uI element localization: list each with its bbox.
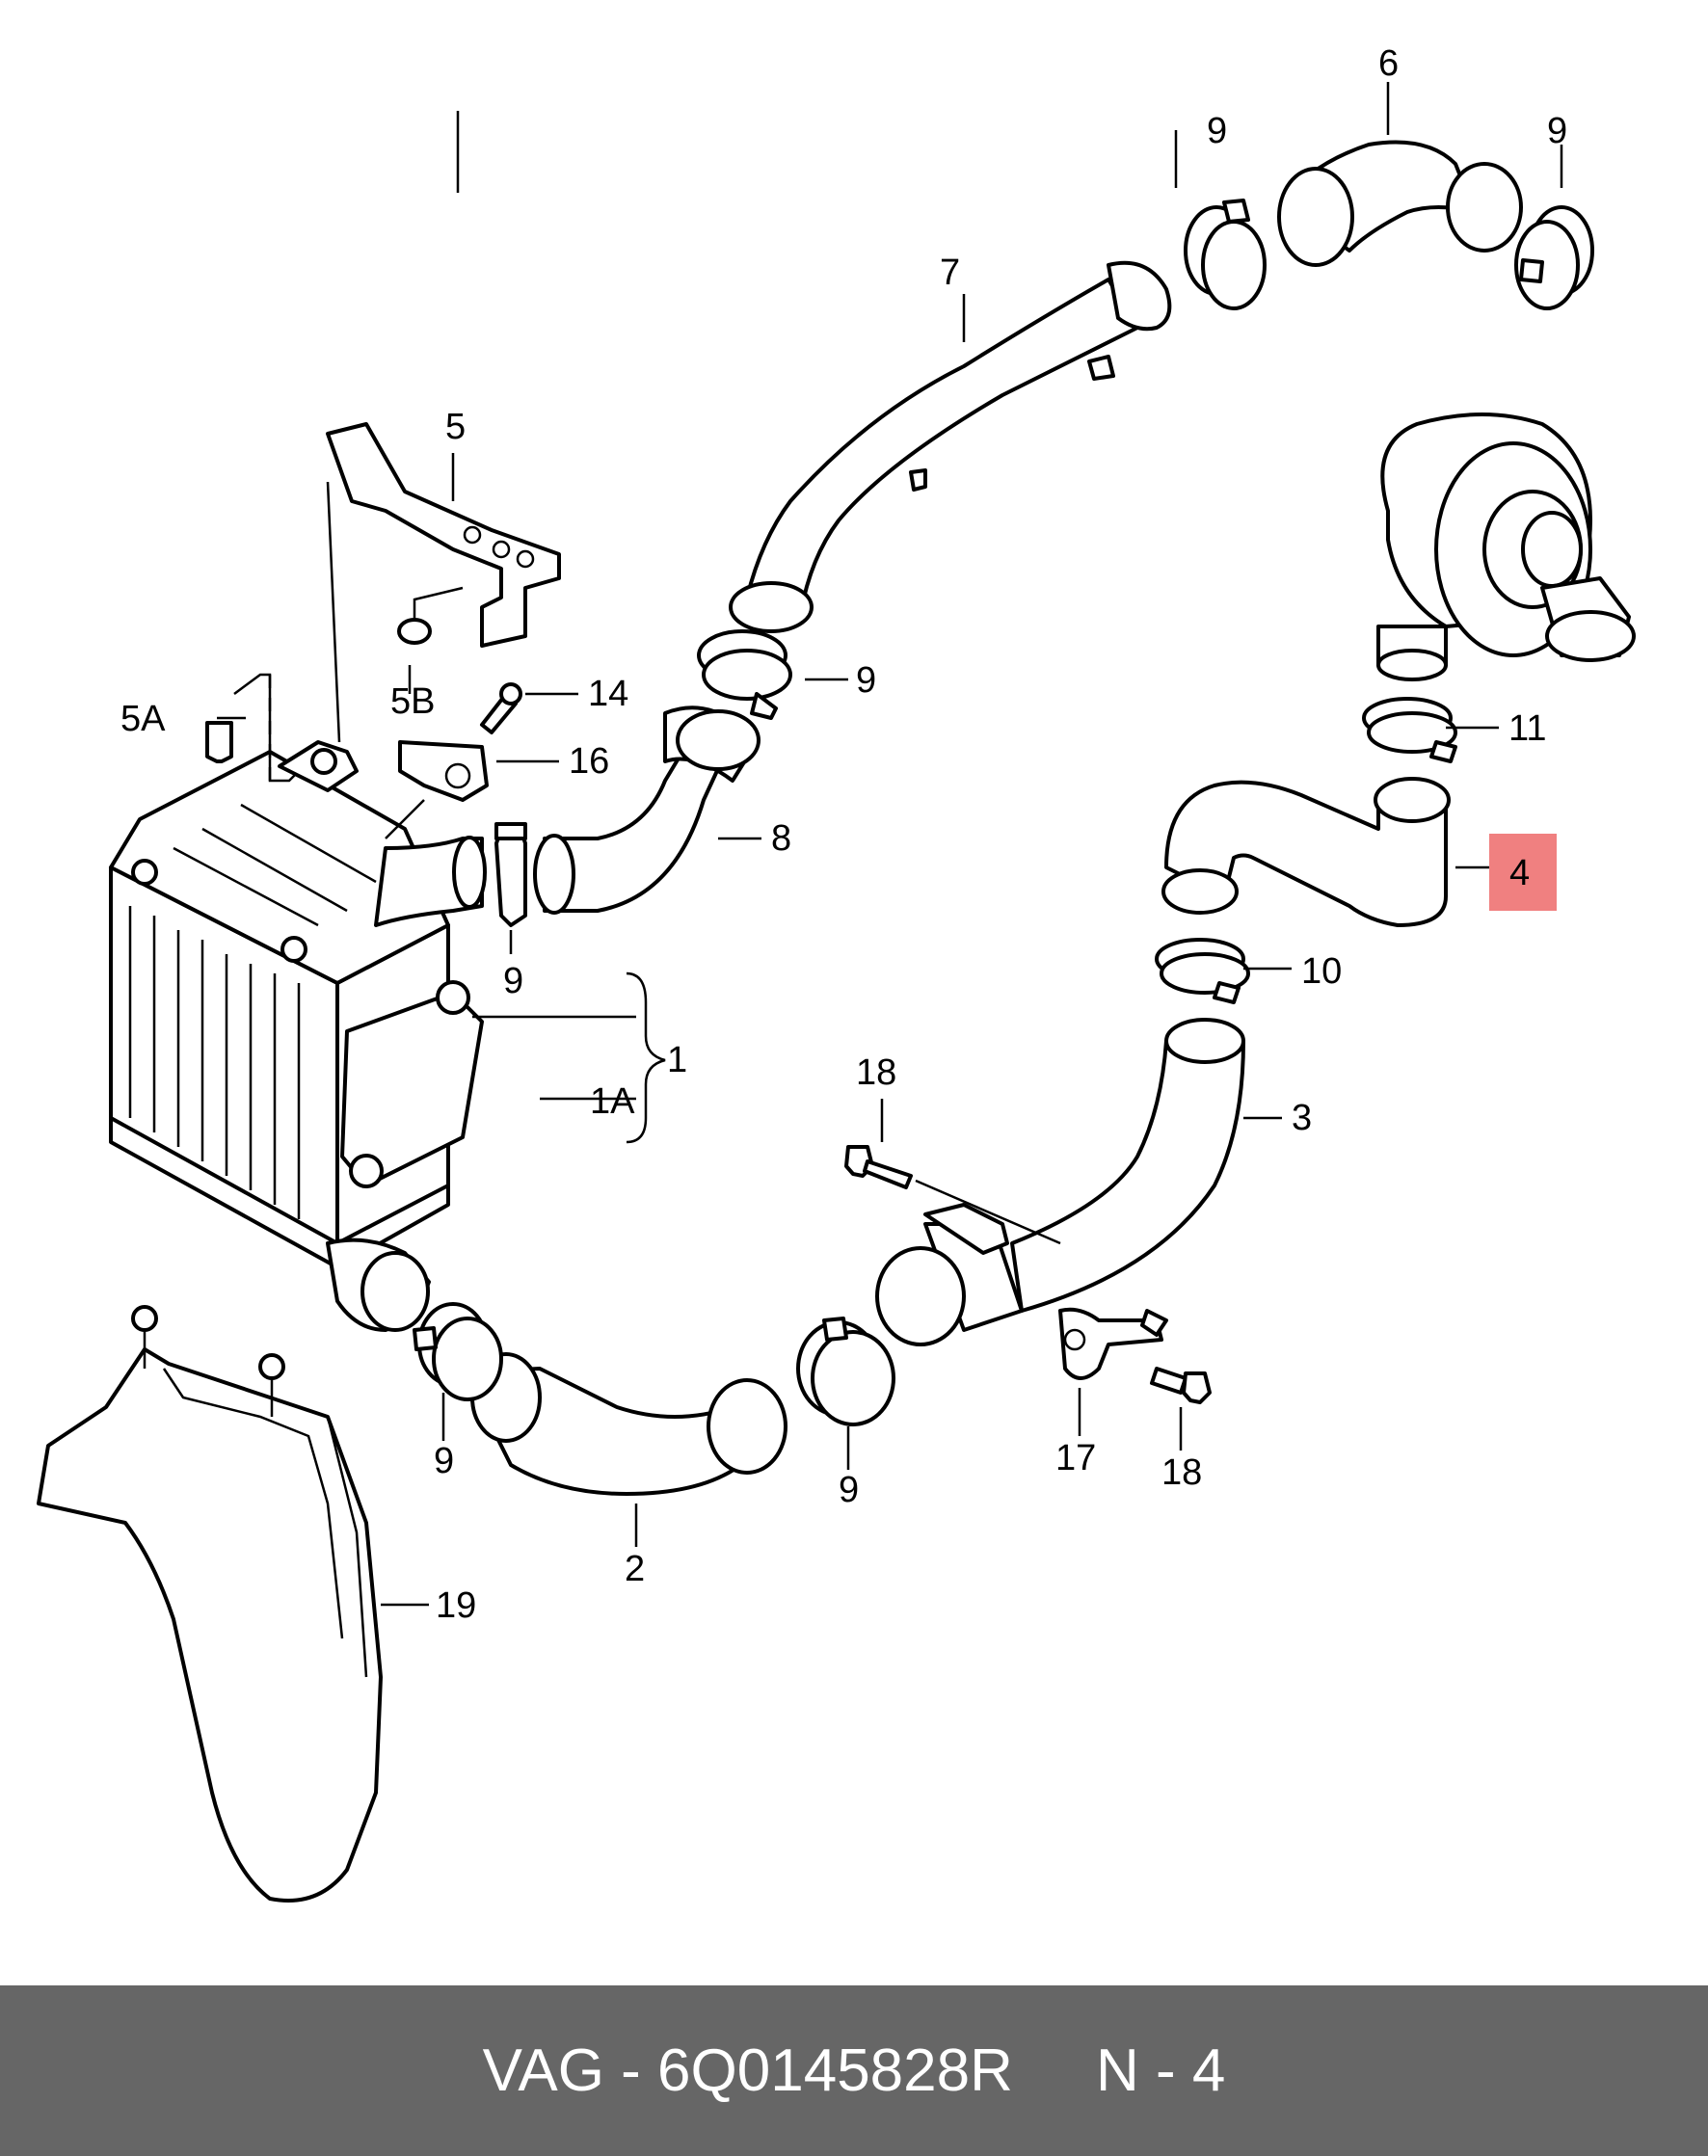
label-8: 8 [771,818,791,859]
footer-part-number: 6Q0145828R [657,2037,1013,2104]
air-duct-19 [37,1305,383,1903]
label-5a: 5A [120,699,166,739]
label-4: 4 [1509,853,1530,893]
clamp-9-top-right [1514,205,1594,310]
hose-7 [729,260,1172,633]
clamp-9-mid [697,629,792,720]
clamp-connector [494,822,527,927]
label-1a: 1A [590,1081,635,1122]
footer-separator: - [603,2037,658,2104]
parts-diagram: 1 1A 2 3 4 5 5A 5B 6 7 8 9 9 9 9 9 9 10 … [37,43,1636,1903]
label-7: 7 [940,253,960,293]
footer-brand: VAG [482,2037,604,2104]
footer-position: N - 4 [1096,2037,1226,2104]
label-9-mid: 9 [856,660,876,701]
label-9-connector: 9 [503,961,523,1001]
label-9-top-left: 9 [1207,111,1227,151]
label-11: 11 [1508,708,1546,749]
hose-3 [875,1018,1245,1346]
label-18-top: 18 [856,1052,896,1093]
clamp-9-bottom-left [413,1302,503,1401]
label-2: 2 [625,1549,645,1589]
intercooler [109,750,487,1332]
label-9-bottom-mid: 9 [839,1470,859,1510]
label-5b: 5B [390,681,435,722]
label-19: 19 [436,1585,476,1626]
footer-gap [1013,2036,1096,2105]
label-3: 3 [1292,1098,1312,1138]
hose-6 [1277,140,1523,267]
leader-lines [217,82,1563,1607]
label-6: 6 [1378,43,1399,84]
clamp-10 [1155,938,1250,1004]
label-9-top-right: 9 [1547,111,1567,151]
label-18-bottom: 18 [1161,1452,1202,1493]
clamp-11 [1362,697,1457,763]
label-9-bottom-left: 9 [434,1441,454,1481]
label-14: 14 [588,674,628,714]
sensor-16 [385,682,522,839]
label-1: 1 [667,1040,687,1080]
label-10: 10 [1301,951,1342,992]
label-5: 5 [445,407,466,447]
clamp-9-top [1184,199,1267,310]
hose-4 [1161,777,1451,927]
bracket-17 [844,1145,1212,1404]
label-16: 16 [569,741,609,782]
bracket-5 [205,422,561,792]
hose-2 [470,1352,787,1496]
label-17: 17 [1055,1438,1096,1478]
footer-bar: VAG - 6Q0145828R N - 4 [0,1985,1708,2156]
highlight-box [1489,834,1557,911]
clamp-9-bottom-mid [796,1317,895,1426]
hose-8 [533,705,761,915]
turbocharger [1376,413,1636,681]
